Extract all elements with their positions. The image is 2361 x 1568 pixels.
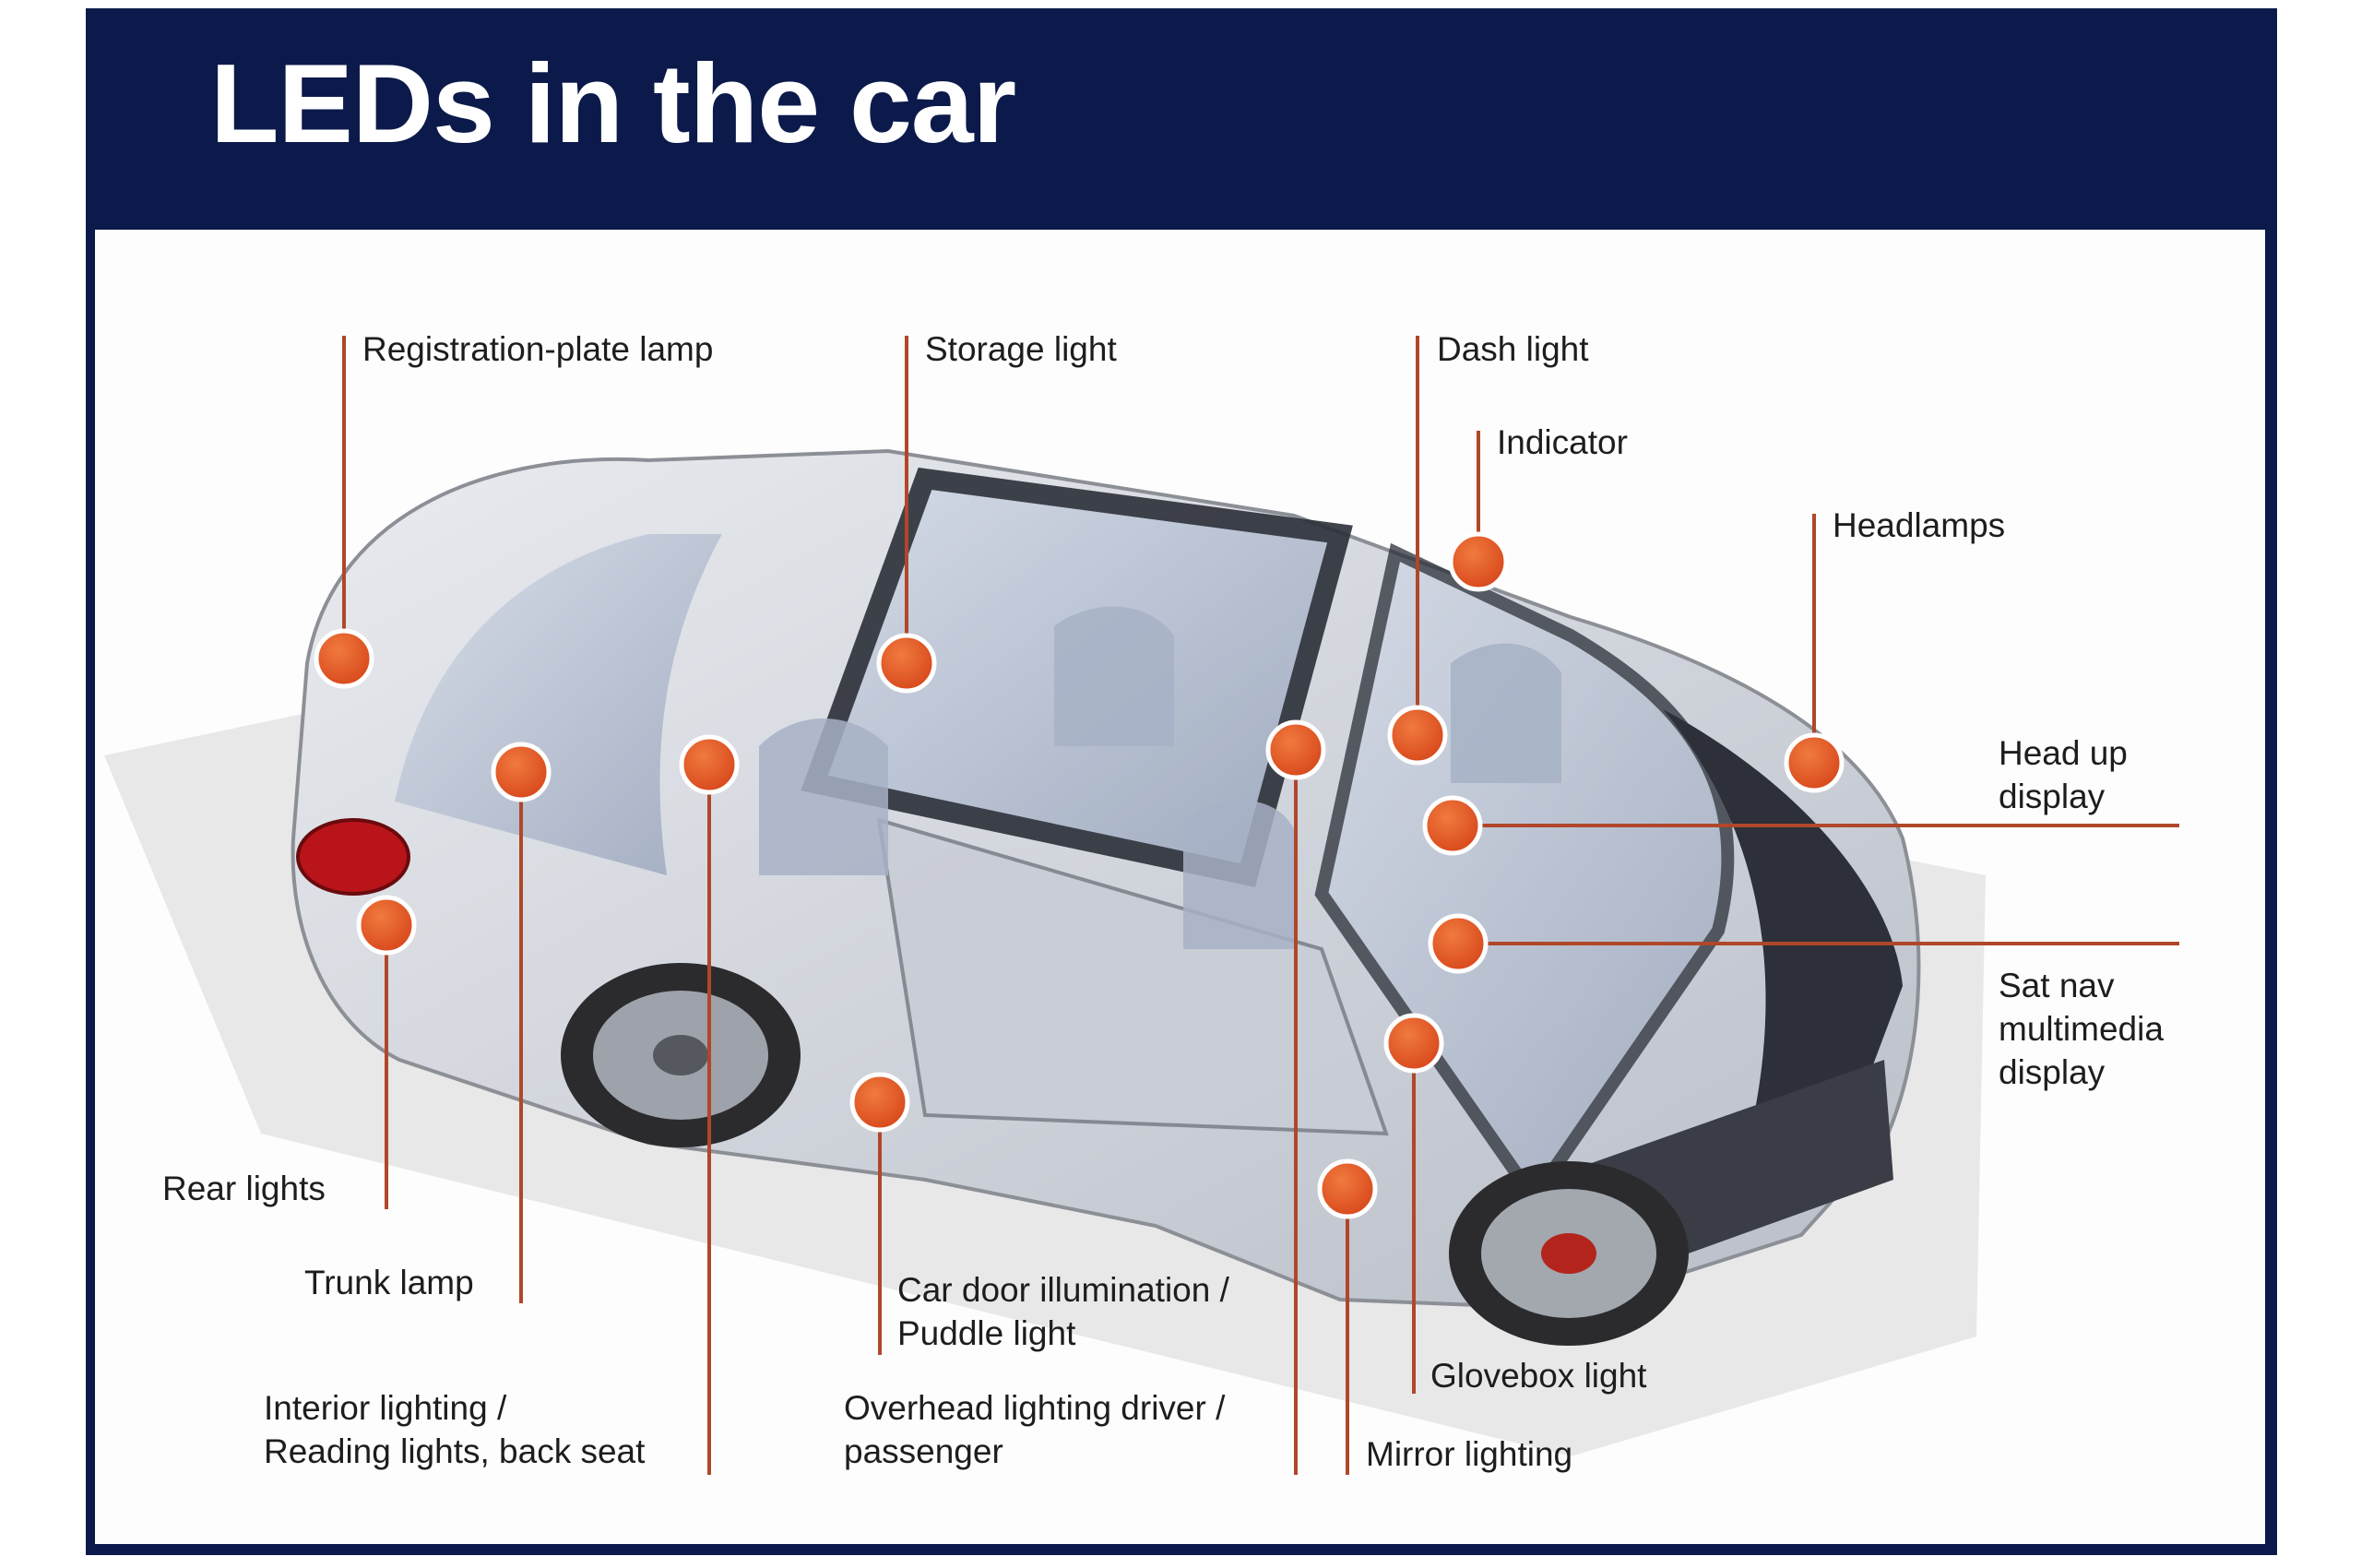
rear-wheel bbox=[561, 963, 801, 1147]
led-marker-car-door-illumination bbox=[849, 1072, 910, 1133]
label-head-up-display-line-1: Head up bbox=[1999, 734, 2128, 772]
led-marker-indicator bbox=[1448, 531, 1509, 592]
front-wheel bbox=[1449, 1161, 1689, 1346]
label-head-up-display: Head up display bbox=[1999, 734, 2137, 815]
diagram-panel: Registration-plate lamp Storage light Da… bbox=[95, 230, 2265, 1544]
car-led-diagram: Registration-plate lamp Storage light Da… bbox=[104, 330, 2179, 1475]
label-overhead-lighting-line-1: Overhead lighting driver / bbox=[844, 1389, 1226, 1427]
hood bbox=[1663, 709, 1903, 1152]
led-marker-storage-light bbox=[876, 633, 937, 694]
label-interior-lighting-line-2: Reading lights, back seat bbox=[264, 1432, 646, 1470]
door-panel bbox=[876, 817, 1389, 1136]
led-marker-trunk-lamp bbox=[491, 742, 552, 802]
tail-light bbox=[296, 818, 410, 896]
rear-window bbox=[395, 534, 722, 875]
label-interior-lighting-line-1: Interior lighting / bbox=[264, 1389, 507, 1427]
led-marker-sat-nav-display bbox=[1428, 913, 1489, 974]
led-marker-headlamps bbox=[1784, 732, 1845, 793]
label-car-door-illumination-line-2: Puddle light bbox=[897, 1314, 1076, 1352]
led-marker-dash-light bbox=[1387, 705, 1448, 766]
led-marker-mirror-lighting bbox=[1317, 1158, 1378, 1219]
led-marker-rear-lights bbox=[356, 895, 417, 956]
callout-labels: Registration-plate lamp Storage light Da… bbox=[162, 330, 2173, 1473]
label-sat-nav-display-line-2: multimedia bbox=[1999, 1010, 2164, 1048]
led-marker-registration-plate-lamp bbox=[314, 628, 374, 689]
seats bbox=[759, 606, 1561, 949]
label-sat-nav-display: Sat nav multimedia display bbox=[1999, 967, 2173, 1091]
label-overhead-lighting-line-2: passenger bbox=[844, 1432, 1003, 1470]
diagram-frame: LEDs in the car bbox=[86, 8, 2277, 1555]
label-car-door-illumination: Car door illumination / Puddle light bbox=[897, 1271, 1239, 1352]
label-headlamps: Headlamps bbox=[1833, 506, 2005, 544]
led-marker-glovebox-light bbox=[1383, 1013, 1444, 1074]
led-marker-head-up-display bbox=[1422, 795, 1483, 856]
label-dash-light: Dash light bbox=[1437, 330, 1589, 368]
page-title: LEDs in the car bbox=[210, 41, 1016, 166]
label-head-up-display-line-2: display bbox=[1999, 778, 2106, 815]
car-illustration bbox=[104, 448, 1986, 1456]
label-overhead-lighting: Overhead lighting driver / passenger bbox=[844, 1389, 1235, 1470]
label-trunk-lamp: Trunk lamp bbox=[304, 1264, 474, 1301]
label-sat-nav-display-line-1: Sat nav bbox=[1999, 967, 2115, 1004]
label-sat-nav-display-line-3: display bbox=[1999, 1053, 2106, 1091]
leader-lines bbox=[342, 336, 2179, 1475]
label-registration-plate-lamp: Registration-plate lamp bbox=[362, 330, 713, 368]
led-markers bbox=[314, 531, 1845, 1219]
label-glovebox-light: Glovebox light bbox=[1430, 1357, 1647, 1395]
label-storage-light: Storage light bbox=[925, 330, 1117, 368]
label-interior-lighting: Interior lighting / Reading lights, back… bbox=[264, 1389, 646, 1470]
led-marker-interior-lighting bbox=[679, 734, 740, 795]
label-indicator: Indicator bbox=[1497, 423, 1628, 461]
label-rear-lights: Rear lights bbox=[162, 1170, 326, 1207]
label-car-door-illumination-line-1: Car door illumination / bbox=[897, 1271, 1230, 1309]
label-mirror-lighting: Mirror lighting bbox=[1366, 1435, 1572, 1473]
led-marker-overhead-lighting bbox=[1265, 719, 1326, 780]
